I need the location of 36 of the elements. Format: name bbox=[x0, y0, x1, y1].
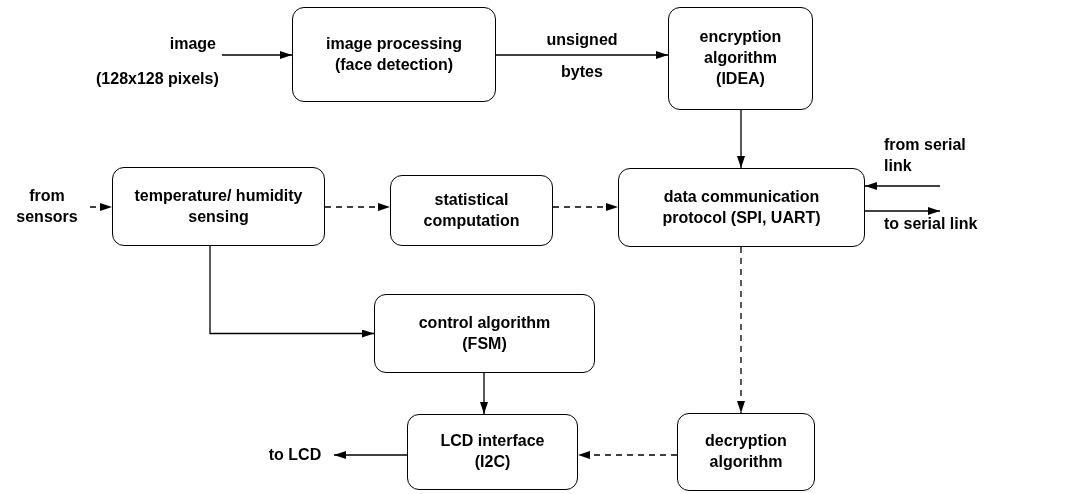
box-text: control algorithm (FSM) bbox=[417, 312, 552, 354]
dashed-arrow bbox=[577, 451, 678, 459]
node-text: image bbox=[169, 33, 216, 54]
box-text: image processing (face detection) bbox=[324, 33, 463, 75]
dashed-arrow bbox=[552, 203, 619, 211]
node-text: from sensors bbox=[15, 186, 79, 227]
node-text: to serial link bbox=[884, 213, 978, 234]
arrow bbox=[209, 245, 375, 338]
arrow bbox=[495, 51, 669, 59]
node-caption: (128x128 pixels) bbox=[96, 70, 219, 88]
process-box bbox=[374, 294, 595, 373]
edge-label: unsigned bytes bbox=[545, 30, 619, 82]
node-text: to LCD bbox=[268, 444, 322, 465]
process-box bbox=[112, 167, 325, 246]
process-box bbox=[407, 414, 578, 490]
box-text: temperature/ humidity sensing bbox=[133, 185, 304, 227]
node-text: from serial link bbox=[884, 135, 967, 176]
box-text: decryption algorithm bbox=[704, 431, 788, 472]
arrow bbox=[864, 182, 941, 190]
process-box bbox=[618, 168, 865, 247]
process-box bbox=[677, 413, 815, 491]
arrow bbox=[864, 207, 941, 215]
box-text: LCD interface (I2C) bbox=[439, 431, 546, 472]
process-box bbox=[668, 7, 813, 110]
dashed-arrow bbox=[324, 203, 391, 211]
arrow bbox=[333, 451, 408, 459]
box-text: encryption algorithm (IDEA) bbox=[698, 27, 783, 89]
process-box bbox=[390, 175, 553, 246]
process-box bbox=[292, 7, 496, 102]
arrow bbox=[480, 372, 488, 415]
dashed-arrow bbox=[737, 246, 745, 414]
dashed-arrow bbox=[89, 203, 113, 211]
arrow bbox=[737, 109, 745, 169]
arrow bbox=[221, 51, 293, 59]
box-text: data communication protocol (SPI, UART) bbox=[661, 186, 822, 228]
box-text: statistical computation bbox=[422, 189, 521, 231]
